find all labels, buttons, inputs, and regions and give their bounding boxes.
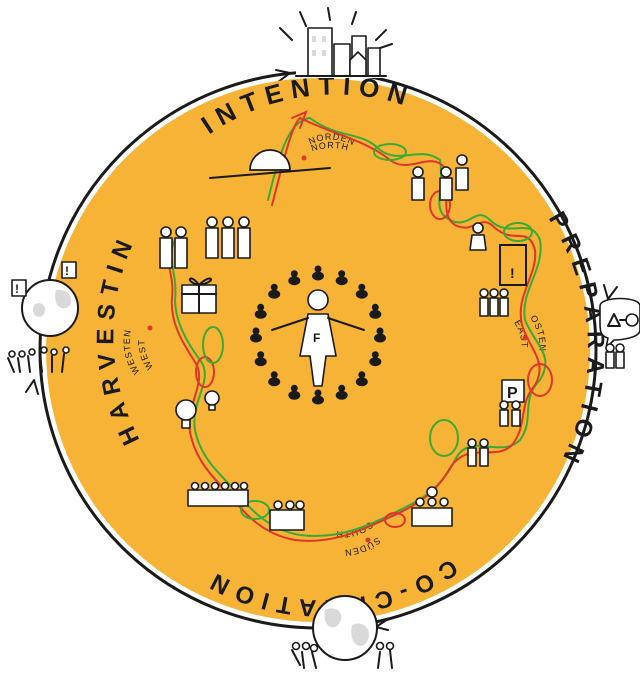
svg-text:P: P — [507, 385, 518, 402]
people-group-southwest — [270, 501, 304, 530]
city-buildings-icon — [280, 8, 392, 78]
ring-arrow-right — [604, 285, 617, 299]
svg-text:!: ! — [65, 264, 69, 278]
ring-arrow-left — [26, 380, 38, 394]
svg-text:!: ! — [15, 282, 19, 296]
walking-person-icon — [470, 223, 486, 250]
svg-text:!: ! — [510, 265, 515, 281]
people-group-east — [480, 289, 508, 316]
north-dot — [302, 156, 307, 161]
facilitator-letter: F — [313, 331, 320, 345]
south-dot — [366, 538, 371, 543]
west-dot — [148, 326, 153, 331]
people-crowd-harvest — [188, 483, 248, 507]
shapes-speech-bubble-icon — [600, 299, 640, 369]
